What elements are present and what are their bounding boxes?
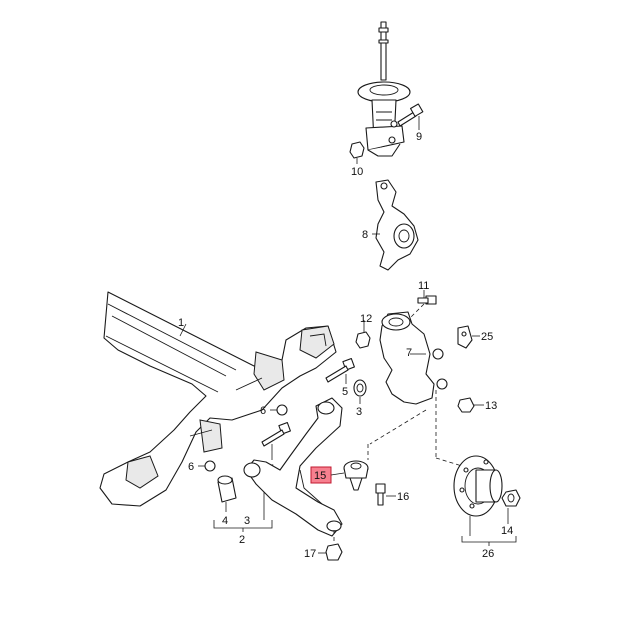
label-25: 25 [481, 331, 493, 343]
label-8: 8 [362, 229, 368, 241]
label-6-lower: 6 [188, 461, 194, 473]
label-26: 26 [482, 548, 494, 560]
assembly-lines [367, 390, 463, 467]
label-3-upper: 3 [356, 406, 362, 418]
bushing-4 [217, 475, 237, 512]
nut-17 [318, 530, 343, 561]
label-12: 12 [360, 313, 372, 325]
strut-assembly [357, 21, 411, 157]
label-1: 1 [178, 317, 184, 329]
nut-10 [349, 141, 365, 164]
label-10: 10 [351, 166, 363, 178]
wheel-bearing-housing-7 [379, 311, 448, 405]
label-15[interactable]: 15 [314, 470, 326, 482]
label-9: 9 [416, 131, 422, 143]
label-13: 13 [485, 400, 497, 412]
ball-joint-15 [343, 460, 369, 491]
bushing-3-upper [353, 379, 367, 404]
nut-13 [457, 397, 484, 413]
bolt-16 [375, 483, 396, 506]
label-5-upper: 5 [342, 386, 348, 398]
bolt-11 [409, 290, 437, 319]
clip-25 [457, 325, 480, 349]
label-3-lower: 3 [244, 515, 250, 527]
label-4: 4 [222, 515, 228, 527]
nut-12 [355, 320, 371, 349]
nut-6-upper [270, 404, 288, 416]
control-arm-2 [243, 397, 343, 537]
label-6-upper: 6 [260, 405, 266, 417]
bolt-5-upper [325, 357, 355, 384]
label-16: 16 [397, 491, 409, 503]
bolt-5-lower [261, 421, 291, 460]
nut-14 [501, 489, 521, 524]
nut-6-lower [198, 460, 216, 472]
label-11: 11 [418, 280, 429, 292]
label-7: 7 [406, 347, 412, 359]
subframe-1 [99, 291, 337, 507]
label-14: 14 [501, 525, 513, 537]
label-17: 17 [304, 548, 316, 560]
wheel-hub-26 [453, 455, 503, 517]
steering-knuckle-8 [372, 179, 419, 271]
label-2: 2 [239, 534, 245, 546]
bolt-9 [397, 103, 424, 130]
